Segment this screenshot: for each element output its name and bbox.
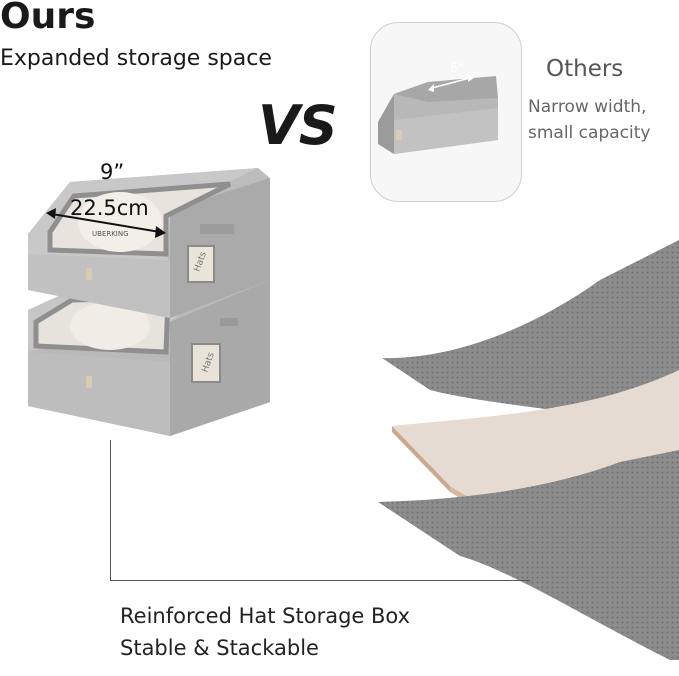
width-inches-label: 9” bbox=[100, 160, 125, 184]
versus-text: VS bbox=[258, 94, 338, 157]
others-width-label: 6” bbox=[450, 61, 464, 75]
material-layers-illustration bbox=[378, 240, 679, 660]
width-cm-label: 22.5cm bbox=[70, 196, 149, 220]
brand-print: UBERKING bbox=[92, 230, 129, 238]
subtitle: Expanded storage space bbox=[0, 46, 272, 71]
others-description: Narrow width, small capacity bbox=[528, 94, 650, 146]
bottom-fabric-layer bbox=[378, 450, 679, 660]
caption: Reinforced Hat Storage Box Stable & Stac… bbox=[120, 600, 410, 664]
others-title: Others bbox=[546, 56, 624, 82]
others-desc-line1: Narrow width, bbox=[528, 97, 647, 117]
leader-line-vertical bbox=[110, 440, 111, 580]
others-desc-line2: small capacity bbox=[528, 123, 651, 143]
others-narrow-box-illustration: 6” bbox=[378, 61, 498, 154]
caption-line1: Reinforced Hat Storage Box bbox=[120, 604, 411, 628]
top-fabric-layer bbox=[382, 240, 679, 440]
title-ours: Ours bbox=[0, 0, 96, 37]
leader-line-horizontal bbox=[110, 580, 530, 581]
caption-line2: Stable & Stackable bbox=[120, 636, 319, 660]
ours-stacked-boxes-illustration: Hats Hats UBERKING bbox=[28, 168, 270, 436]
